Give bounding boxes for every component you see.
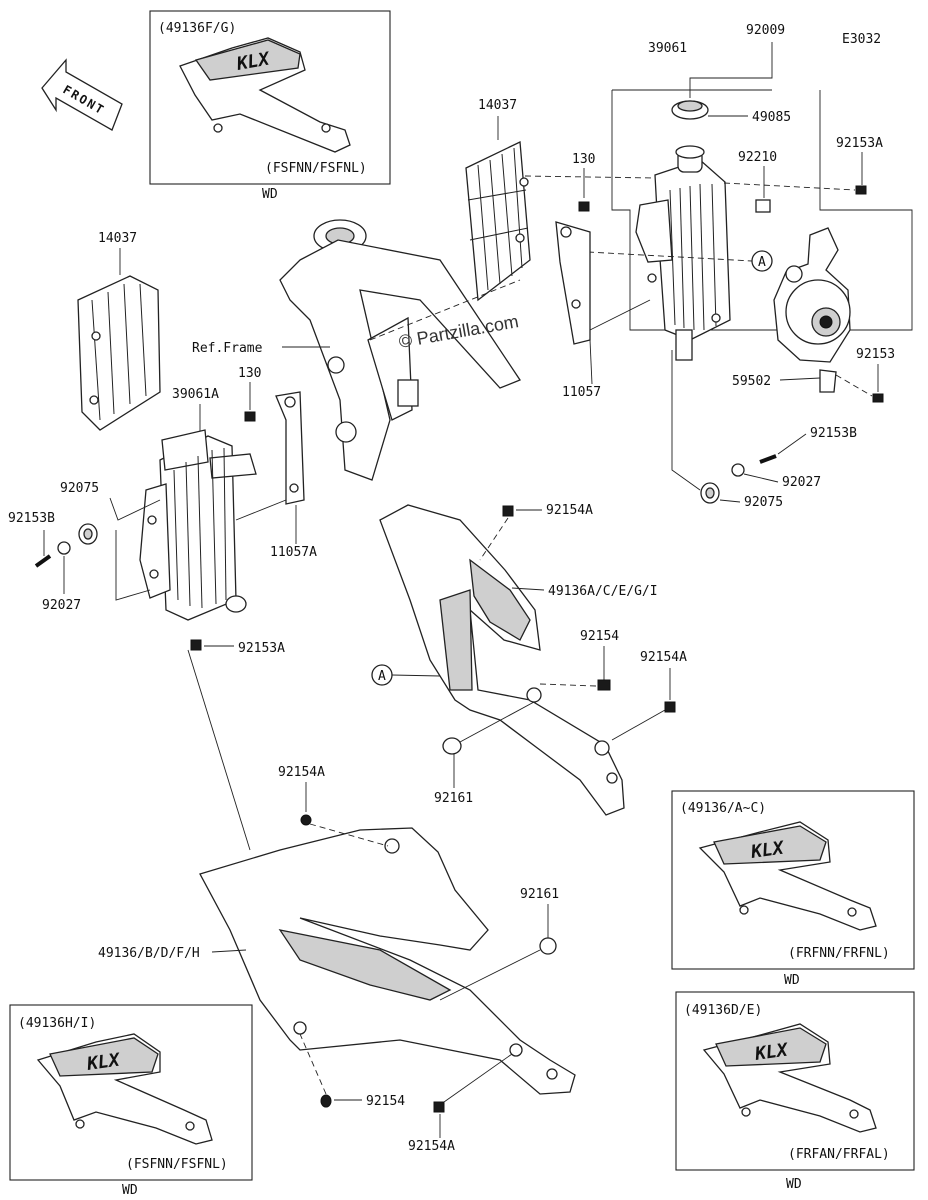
radiator-guard-left: 14037 [77, 231, 161, 431]
callout-92153-right: 92153 [856, 347, 895, 362]
callout-92161-low: 92161 [520, 887, 559, 902]
inset-right2-variant: (FRFAN/FRFAL) [788, 1147, 890, 1162]
inset-right2-code: (49136D/E) [684, 1003, 762, 1018]
inset-49136a-c: (49136/A~C) (FRFNN/FRFNL) KLX [671, 790, 915, 970]
bracket-11057a [275, 391, 305, 505]
callout-39061: 39061 [648, 41, 687, 56]
callout-14037-top: 14037 [478, 98, 517, 113]
inset-topleft-code: (49136F/G) [158, 21, 236, 36]
callout-92075-right: 92075 [744, 495, 783, 510]
inset-bottomleft-logo: KLX [85, 1049, 122, 1075]
inset-bottomleft-wd: WD [122, 1183, 138, 1198]
callout-92075-left: 92075 [60, 481, 99, 496]
callout-92027-left: 92027 [42, 598, 81, 613]
inset-49136d-e: (49136D/E) (FRFAN/FRFAL) KLX [675, 991, 915, 1171]
callout-14037-left: 14037 [98, 231, 137, 246]
callout-49136acegi: 49136A/C/E/G/I [548, 584, 658, 599]
inset-topleft-variant: (FSFNN/FSFNL) [265, 161, 367, 176]
callout-92154-mid: 92154 [580, 629, 619, 644]
shroud-lower [199, 827, 576, 1095]
callout-11057: 11057 [562, 385, 601, 400]
radiator-right-group: 39061 92009 49085 92153A 92210 [587, 23, 913, 403]
front-arrow-icon: FRONT [41, 58, 123, 131]
inset-right1-variant: (FRFNN/FRFNL) [788, 946, 890, 961]
circle-a-top: A [758, 255, 766, 270]
callout-92153a-top: 92153A [836, 136, 883, 151]
shroud-upper [379, 504, 625, 816]
callout-130-left: 130 [238, 366, 261, 381]
callout-11057a: 11057A [270, 545, 317, 560]
callout-92154a-a: 92154A [546, 503, 593, 518]
inset-bottomleft-variant: (FSFNN/FSFNL) [126, 1157, 228, 1172]
callout-92161-mid: 92161 [434, 791, 473, 806]
radiator-left: 39061A [139, 387, 257, 621]
callout-49085: 49085 [752, 110, 791, 125]
bracket-11057 [555, 221, 591, 345]
callout-59502: 59502 [732, 374, 771, 389]
radiator-guard-top: 14037 [465, 98, 531, 302]
callout-92154a-b: 92154A [640, 650, 687, 665]
callout-92154-low: 92154 [366, 1094, 405, 1109]
callout-92210: 92210 [738, 150, 777, 165]
callout-92153b-right: 92153B [810, 426, 857, 441]
inset-right1-wd: WD [784, 973, 800, 988]
circle-a-mid: A [378, 669, 386, 684]
callout-92027-right: 92027 [782, 475, 821, 490]
inset-bottomleft-code: (49136H/I) [18, 1016, 96, 1031]
inset-topleft-wd: WD [262, 187, 278, 202]
ref-frame-label: Ref.Frame [192, 341, 263, 356]
inset-right2-logo: KLX [753, 1039, 790, 1065]
inset-49136fg: (49136F/G) (FSFNN/FSFNL) KLX [149, 10, 391, 185]
inset-right2-wd: WD [786, 1177, 802, 1192]
diagram-code: E3032 [842, 32, 881, 47]
callout-49136bdfh: 49136/B/D/F/H [98, 946, 200, 961]
callout-39061a: 39061A [172, 387, 219, 402]
inset-right1-logo: KLX [749, 837, 786, 863]
cooling-fan [773, 227, 851, 393]
callout-92154a-d: 92154A [408, 1139, 455, 1154]
radiator-right [635, 145, 731, 361]
callout-130-top: 130 [572, 152, 595, 167]
callout-92009: 92009 [746, 23, 785, 38]
callout-92153b-left: 92153B [8, 511, 55, 526]
frame-reference [279, 219, 521, 481]
shroud-thumbnail: KLX [179, 37, 351, 153]
inset-49136h-i: (49136H/I) (FSFNN/FSFNL) KLX [9, 1004, 253, 1181]
callout-92153a-left: 92153A [238, 641, 285, 656]
callout-92154a-c: 92154A [278, 765, 325, 780]
inset-right1-code: (49136/A~C) [680, 801, 766, 816]
